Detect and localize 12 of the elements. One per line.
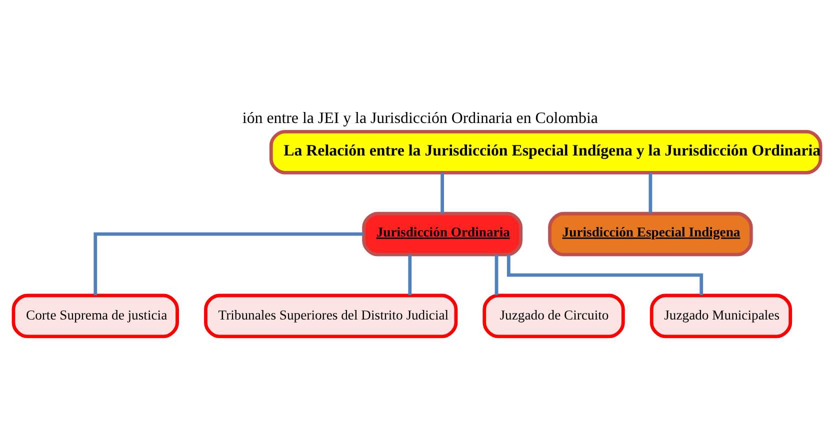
- connector: [648, 172, 652, 213]
- node-box: Juzgado Municipales: [650, 293, 792, 338]
- node-box: Tribunales Superiores del Distrito Judicial: [204, 293, 458, 338]
- node-box: Juzgado de Circuito: [482, 293, 625, 338]
- diagram-title: ión entre la JEI y la Jurisdicción Ordinaria en Colombia: [242, 109, 598, 126]
- connector: [440, 172, 444, 213]
- connector: [408, 254, 412, 295]
- node-box: Corte Suprema de justicia: [12, 293, 179, 338]
- connector: [94, 232, 364, 295]
- node-box: Jurisdicción Ordinaria: [362, 211, 522, 256]
- node-box: Jurisdicción Especial Indigena: [548, 211, 753, 256]
- connector: [494, 254, 498, 295]
